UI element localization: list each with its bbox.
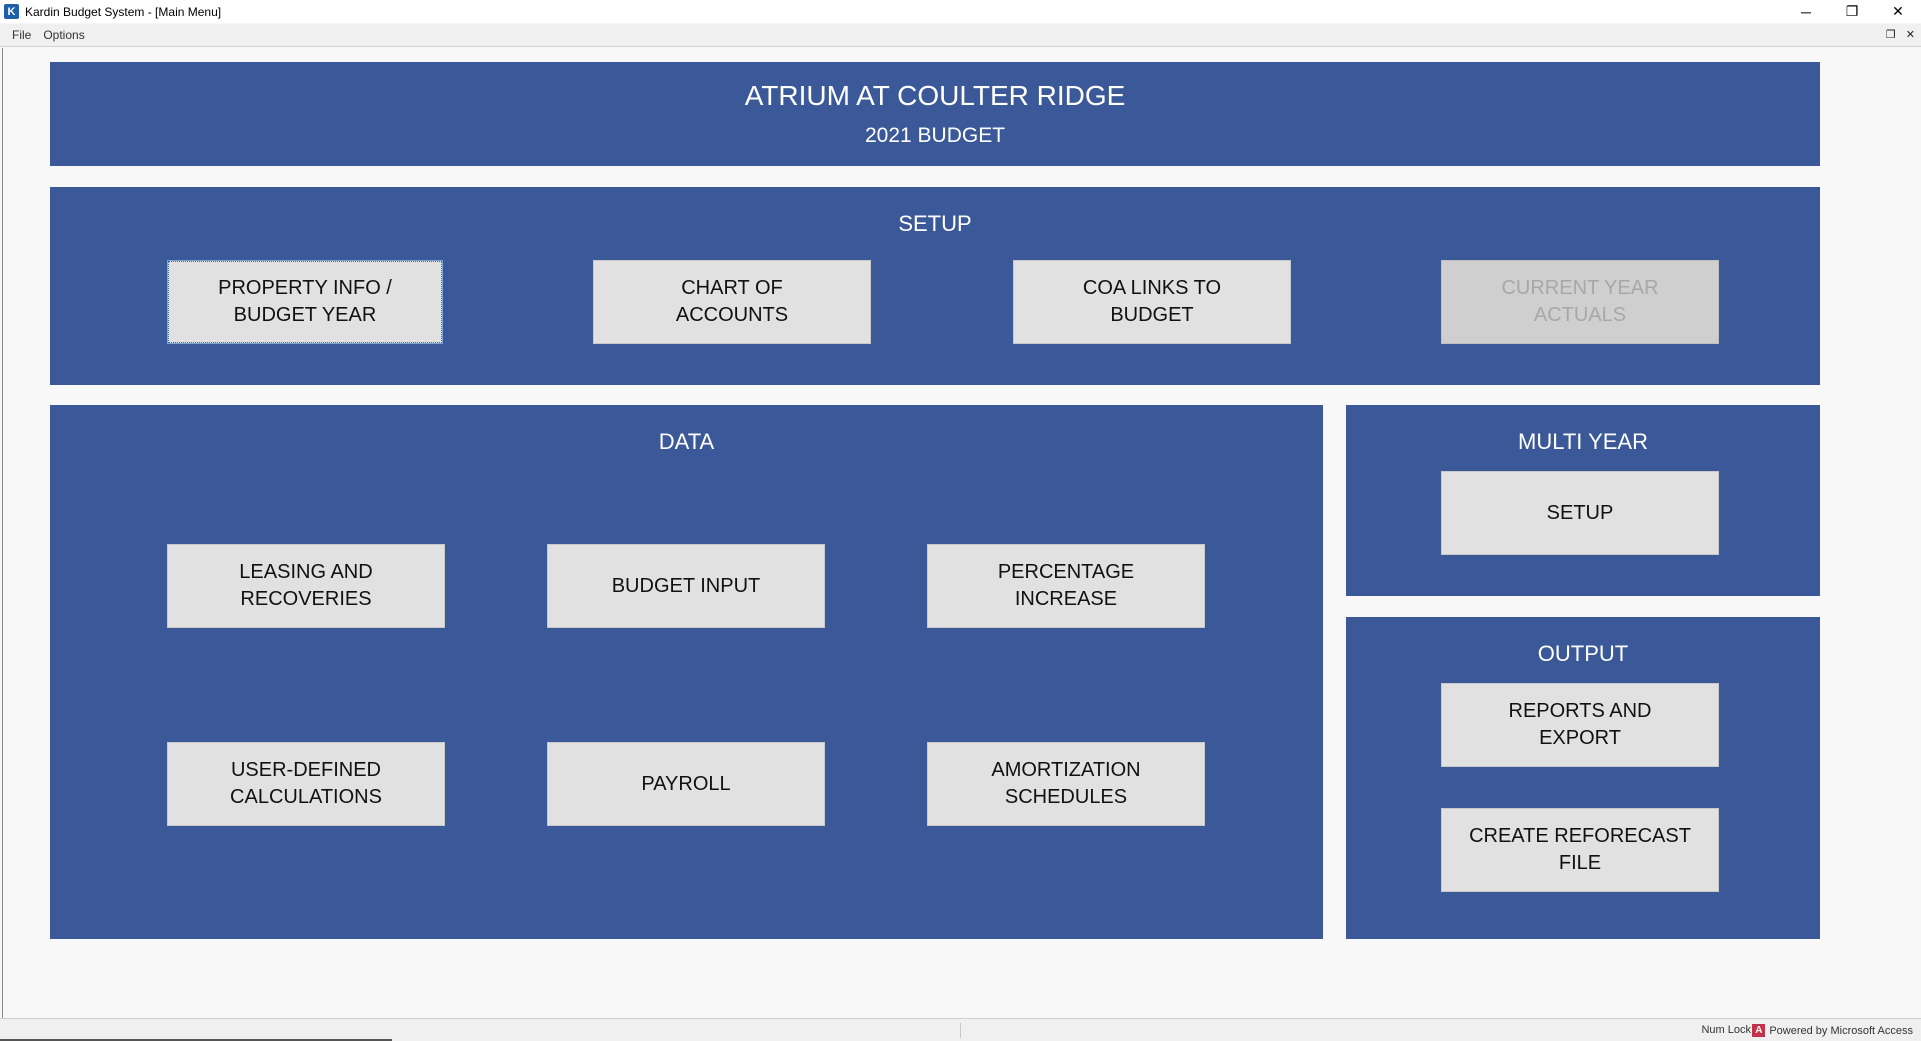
create-reforecast-file-button[interactable]: CREATE REFORECAST FILE: [1441, 808, 1719, 892]
mdi-restore-icon[interactable]: ❐: [1885, 29, 1896, 41]
budget-year-label: 2021 BUDGET: [864, 124, 1006, 147]
status-divider: [960, 1023, 961, 1038]
button-label: ACCOUNTS: [675, 304, 789, 326]
multi-year-title: MULTI YEAR: [1518, 429, 1648, 454]
mdi-close-icon[interactable]: ✕: [1905, 29, 1915, 41]
percentage-increase-button[interactable]: PERCENTAGE INCREASE: [927, 544, 1205, 628]
button-label: PERCENTAGE: [997, 561, 1135, 583]
chart-of-accounts-button[interactable]: CHART OF ACCOUNTS: [593, 260, 871, 344]
property-name: ATRIUM AT COULTER RIDGE: [744, 80, 1126, 111]
button-label: REPORTS AND: [1508, 700, 1652, 722]
button-label: PROPERTY INFO /: [218, 277, 392, 299]
menu-options[interactable]: Options: [43, 28, 85, 42]
multi-year-setup-button[interactable]: SETUP: [1441, 471, 1719, 555]
button-label: PAYROLL: [641, 772, 731, 795]
amortization-schedules-button[interactable]: AMORTIZATION SCHEDULES: [927, 742, 1205, 826]
button-label: CHART OF: [681, 277, 783, 299]
output-panel: OUTPUT REPORTS AND EXPORT CREATE REFORECA…: [1346, 617, 1820, 939]
menu-file[interactable]: File: [12, 28, 32, 42]
user-defined-calculations-button[interactable]: USER-DEFINED CALCULATIONS: [167, 742, 445, 826]
restore-button[interactable]: ❐: [1829, 0, 1875, 23]
coa-links-button[interactable]: COA LINKS TO BUDGET: [1013, 260, 1291, 344]
window-title: Kardin Budget System - [Main Menu]: [25, 4, 222, 19]
access-icon: A: [1752, 1024, 1766, 1037]
button-label: BUDGET INPUT: [611, 574, 761, 597]
button-label: AMORTIZATION: [991, 759, 1141, 781]
button-label: CREATE REFORECAST FILE: [1469, 825, 1691, 874]
reports-and-export-button[interactable]: REPORTS AND EXPORT: [1441, 683, 1719, 767]
minimize-icon: ─: [1801, 3, 1811, 20]
data-title: DATA: [658, 429, 715, 454]
powered-by-text: Powered by Microsoft Access: [1769, 1024, 1913, 1037]
button-label: SCHEDULES: [1004, 786, 1128, 808]
main-menu-form: ATRIUM AT COULTER RIDGE 2021 BUDGET SETU…: [2, 48, 1919, 1018]
payroll-button[interactable]: PAYROLL: [547, 742, 825, 826]
button-label: SETUP: [1546, 501, 1614, 524]
powered-by-access: A Powered by Microsoft Access: [1752, 1024, 1913, 1037]
property-info-button[interactable]: PROPERTY INFO / BUDGET YEAR: [167, 260, 443, 344]
button-label: ACTUALS: [1533, 304, 1627, 326]
title-bar: K Kardin Budget System - [Main Menu] ─ ❐…: [0, 0, 1921, 23]
button-label: INCREASE: [1014, 588, 1118, 610]
button-label: LEASING AND RECOVERIES: [239, 561, 373, 610]
button-label: USER-DEFINED: [230, 759, 381, 781]
button-label: CALCULATIONS: [230, 786, 382, 808]
budget-input-button[interactable]: BUDGET INPUT: [547, 544, 825, 628]
multi-year-panel: MULTI YEAR SETUP: [1346, 405, 1820, 596]
leasing-and-recoveries-button[interactable]: LEASING AND RECOVERIES: [167, 544, 445, 628]
header-panel: ATRIUM AT COULTER RIDGE 2021 BUDGET: [50, 62, 1820, 166]
kardin-app-icon[interactable]: K: [4, 4, 19, 19]
current-year-actuals-button: CURRENT YEAR ACTUALS: [1441, 260, 1719, 344]
data-panel: DATA LEASING AND RECOVERIES BUDGET INPUT…: [50, 405, 1323, 939]
setup-title: SETUP: [898, 211, 972, 236]
close-button[interactable]: ✕: [1875, 0, 1921, 23]
close-icon: ✕: [1892, 3, 1904, 19]
button-label: CURRENT YEAR: [1501, 277, 1659, 299]
button-label: BUDGET YEAR: [233, 304, 377, 326]
status-underline: [0, 1039, 392, 1041]
output-title: OUTPUT: [1537, 641, 1629, 666]
menu-bar: File Options ❐ ✕: [0, 24, 1921, 47]
num-lock-indicator: Num Lock: [1701, 1024, 1751, 1036]
status-bar: Num Lock A Powered by Microsoft Access: [0, 1018, 1921, 1041]
restore-icon: ❐: [1845, 3, 1859, 19]
button-label: EXPORT: [1539, 727, 1621, 749]
setup-panel: SETUP PROPERTY INFO / BUDGET YEAR CHART O…: [50, 187, 1820, 385]
button-label: COA LINKS TO: [1082, 277, 1222, 299]
button-label: BUDGET: [1110, 304, 1194, 326]
minimize-button[interactable]: ─: [1783, 0, 1829, 23]
